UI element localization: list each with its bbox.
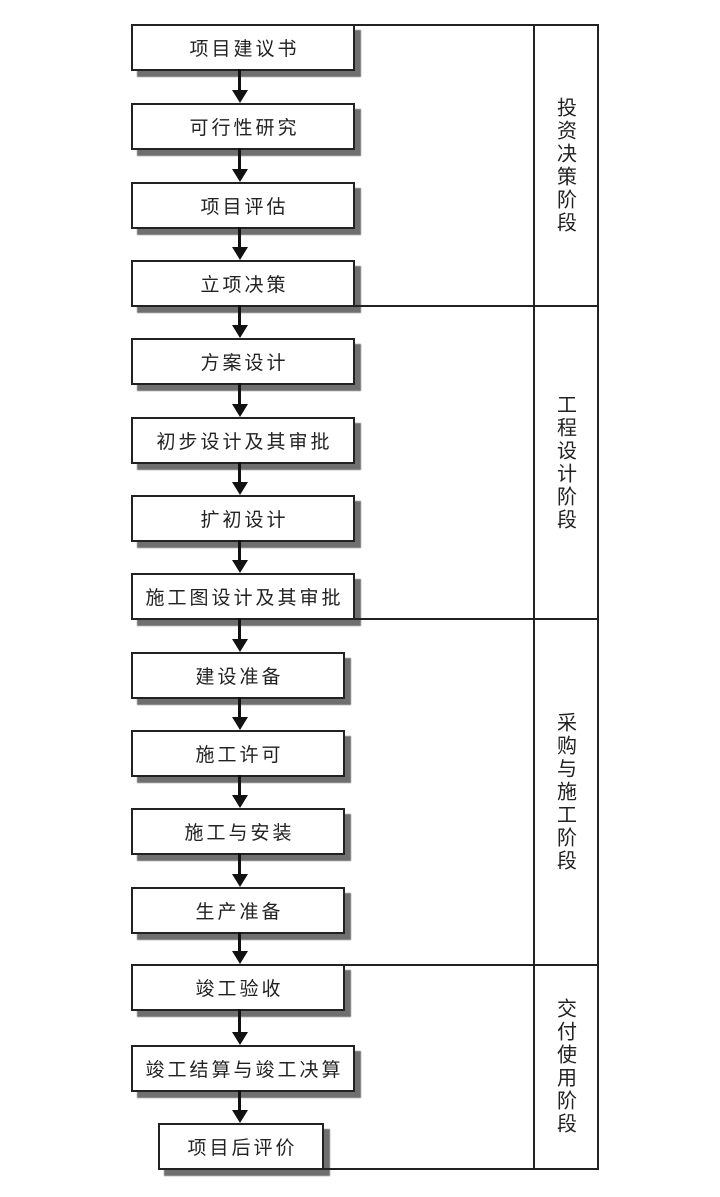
arrow-shaft bbox=[238, 853, 241, 876]
phase-column-left-line bbox=[533, 24, 535, 1170]
step-label: 项目评估 bbox=[200, 196, 289, 218]
step-completion-settlement-and-accounts: 竣工结算与竣工决算 bbox=[131, 1045, 355, 1092]
phase-label-procurement-and-construction: 采购与施工阶段 bbox=[553, 711, 578, 873]
step-label: 立项决策 bbox=[200, 274, 289, 296]
step-label: 竣工结算与竣工决算 bbox=[145, 1059, 344, 1081]
step-preliminary-design-approval: 初步设计及其审批 bbox=[131, 417, 355, 464]
arrow-shaft bbox=[238, 618, 241, 641]
step-scheme-design: 方案设计 bbox=[131, 338, 355, 385]
step-label: 项目后评价 bbox=[187, 1137, 298, 1159]
arrow-down-icon bbox=[232, 560, 248, 573]
arrow-shaft bbox=[238, 775, 241, 797]
phase-label-handover-and-use: 交付使用阶段 bbox=[553, 998, 578, 1136]
arrow-shaft bbox=[238, 462, 241, 484]
flow-arrow-down bbox=[232, 305, 248, 338]
arrow-shaft bbox=[238, 1009, 241, 1034]
step-production-preparation: 生产准备 bbox=[131, 887, 345, 934]
arrow-shaft bbox=[238, 697, 241, 719]
phase-label-investment-decision: 投资决策阶段 bbox=[553, 96, 578, 235]
arrow-shaft bbox=[238, 1090, 241, 1112]
arrow-down-icon bbox=[232, 795, 248, 808]
phase-divider-line-2 bbox=[355, 618, 599, 620]
step-label: 生产准备 bbox=[195, 901, 284, 923]
step-label: 项目建议书 bbox=[189, 38, 300, 60]
phase-divider-line-3 bbox=[345, 964, 599, 966]
step-label: 建设准备 bbox=[195, 666, 284, 688]
arrow-down-icon bbox=[232, 90, 248, 103]
flow-arrow-down bbox=[232, 227, 248, 260]
step-approval-decision: 立项决策 bbox=[131, 260, 355, 307]
arrow-shaft bbox=[238, 69, 241, 92]
step-construction-preparation: 建设准备 bbox=[131, 652, 345, 699]
arrow-down-icon bbox=[232, 404, 248, 417]
arrow-down-icon bbox=[232, 325, 248, 338]
flow-arrow-down bbox=[232, 383, 248, 417]
step-label: 竣工验收 bbox=[195, 978, 284, 1000]
flow-arrow-down bbox=[232, 1009, 248, 1045]
step-completion-acceptance: 竣工验收 bbox=[131, 964, 345, 1011]
flow-arrow-down bbox=[232, 932, 248, 964]
step-label: 施工图设计及其审批 bbox=[145, 587, 344, 609]
flow-arrow-down bbox=[232, 697, 248, 730]
arrow-down-icon bbox=[232, 951, 248, 964]
arrow-down-icon bbox=[232, 1110, 248, 1123]
flow-arrow-down bbox=[232, 1090, 248, 1123]
step-label: 施工许可 bbox=[195, 744, 284, 766]
flow-arrow-down bbox=[232, 69, 248, 103]
arrow-down-icon bbox=[232, 717, 248, 730]
arrow-down-icon bbox=[232, 1032, 248, 1045]
step-label: 施工与安装 bbox=[184, 822, 295, 844]
step-label: 扩初设计 bbox=[200, 509, 289, 531]
step-project-proposal: 项目建议书 bbox=[131, 24, 355, 71]
step-label: 方案设计 bbox=[200, 352, 289, 374]
flow-arrow-down bbox=[232, 540, 248, 573]
flow-arrow-down bbox=[232, 775, 248, 808]
step-post-project-evaluation: 项目后评价 bbox=[158, 1123, 324, 1170]
step-label: 可行性研究 bbox=[189, 117, 300, 139]
arrow-down-icon bbox=[232, 639, 248, 652]
arrow-down-icon bbox=[232, 169, 248, 182]
flow-arrow-down bbox=[232, 462, 248, 495]
arrow-shaft bbox=[238, 227, 241, 249]
arrow-shaft bbox=[238, 383, 241, 406]
step-construction-permit: 施工许可 bbox=[131, 730, 345, 777]
flow-arrow-down bbox=[232, 618, 248, 652]
step-project-evaluation: 项目评估 bbox=[131, 182, 355, 229]
phase-bracket-bottom-line bbox=[324, 1168, 599, 1170]
arrow-shaft bbox=[238, 305, 241, 327]
arrow-shaft bbox=[238, 148, 241, 171]
step-expanded-preliminary-design: 扩初设计 bbox=[131, 495, 355, 542]
step-construction-and-installation: 施工与安装 bbox=[131, 808, 345, 855]
arrow-shaft bbox=[238, 540, 241, 562]
arrow-down-icon bbox=[232, 482, 248, 495]
step-label: 初步设计及其审批 bbox=[156, 431, 333, 453]
phase-column-right-line bbox=[597, 24, 599, 1170]
arrow-down-icon bbox=[232, 874, 248, 887]
step-construction-drawing-approval: 施工图设计及其审批 bbox=[131, 573, 355, 620]
flow-arrow-down bbox=[232, 148, 248, 182]
phase-bracket-top-line bbox=[355, 24, 599, 26]
phase-label-engineering-design: 工程设计阶段 bbox=[553, 393, 578, 532]
step-feasibility-study: 可行性研究 bbox=[131, 103, 355, 150]
flow-arrow-down bbox=[232, 853, 248, 887]
arrow-down-icon bbox=[232, 247, 248, 260]
arrow-shaft bbox=[238, 932, 241, 953]
phase-divider-line-1 bbox=[355, 305, 599, 307]
